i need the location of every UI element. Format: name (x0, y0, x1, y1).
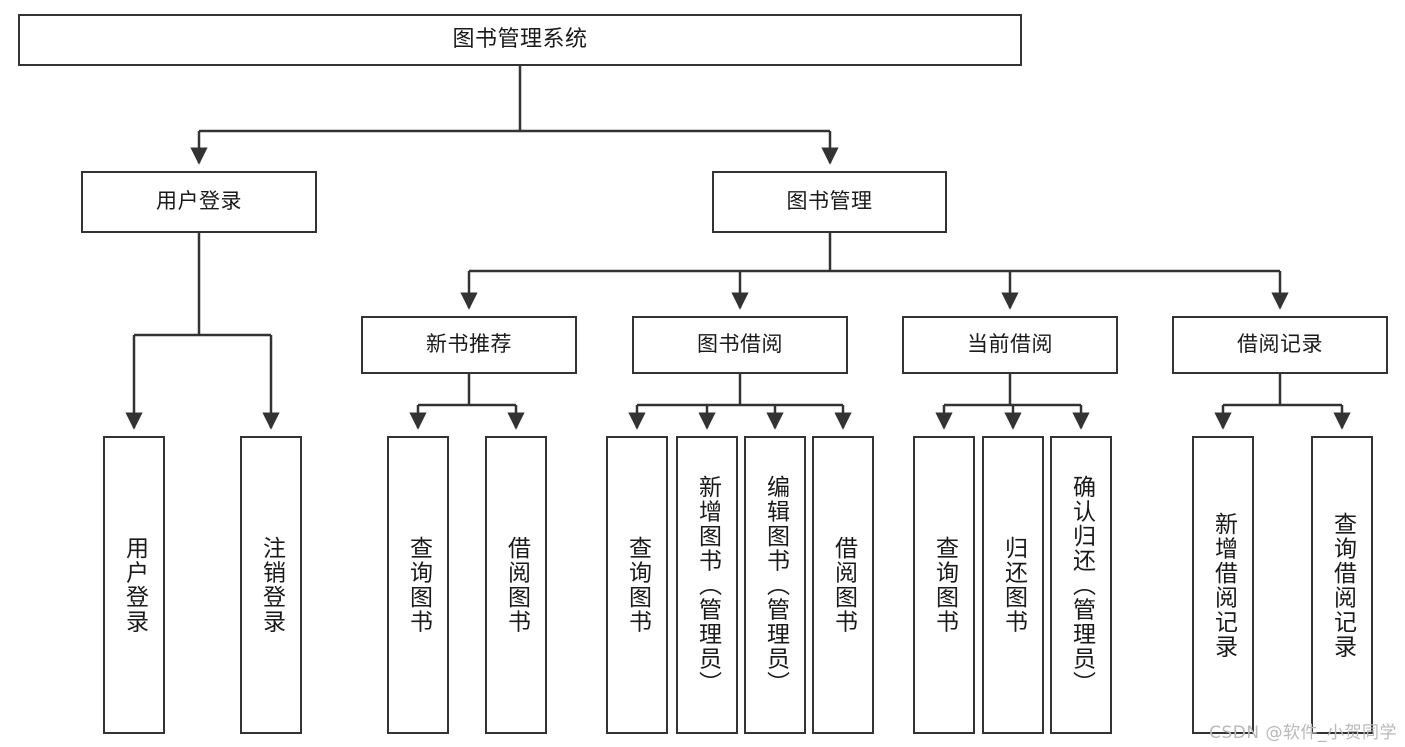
node-leaf-query-borrow-record[interactable]: 查询借阅记录 (1311, 436, 1373, 734)
node-current-borrow-label: 当前借阅 (967, 332, 1053, 357)
node-leaf-confirm-return-label: 确认归还（管理员） (1068, 474, 1095, 696)
node-leaf-borrow-book[interactable]: 借阅图书 (812, 436, 874, 734)
node-book-management-label: 图书管理 (786, 189, 873, 214)
node-leaf-query-borrow-record-label: 查询借阅记录 (1329, 511, 1356, 659)
node-book-borrow-label: 图书借阅 (697, 332, 783, 357)
node-borrow-record[interactable]: 借阅记录 (1172, 316, 1388, 374)
node-leaf-query-book-borrow-label: 查询图书 (624, 536, 651, 634)
node-root-label: 图书管理系统 (452, 26, 588, 52)
node-leaf-return-book[interactable]: 归还图书 (982, 436, 1044, 734)
node-borrow-record-label: 借阅记录 (1237, 332, 1323, 357)
node-leaf-logout[interactable]: 注销登录 (240, 436, 302, 734)
node-leaf-borrow-book-recommend[interactable]: 借阅图书 (485, 436, 547, 734)
node-leaf-add-borrow-record[interactable]: 新增借阅记录 (1192, 436, 1254, 734)
node-leaf-confirm-return[interactable]: 确认归还（管理员） (1050, 436, 1112, 734)
node-book-management[interactable]: 图书管理 (712, 171, 947, 233)
node-book-borrow[interactable]: 图书借阅 (632, 316, 848, 374)
node-leaf-borrow-book-label: 借阅图书 (830, 536, 857, 634)
node-leaf-user-login-label: 用户登录 (121, 536, 148, 634)
node-leaf-user-login[interactable]: 用户登录 (103, 436, 165, 734)
node-root[interactable]: 图书管理系统 (18, 14, 1022, 66)
node-leaf-add-borrow-record-label: 新增借阅记录 (1210, 511, 1237, 659)
node-leaf-add-book[interactable]: 新增图书（管理员） (676, 436, 738, 734)
node-user-login-label: 用户登录 (156, 189, 242, 214)
node-new-book-recommend-label: 新书推荐 (426, 332, 512, 357)
csdn-watermark: CSDN @软件_小贺同学 (1209, 723, 1397, 743)
node-leaf-query-book-recommend[interactable]: 查询图书 (387, 436, 449, 734)
node-leaf-query-book-current-label: 查询图书 (931, 536, 958, 634)
node-leaf-return-book-label: 归还图书 (1000, 536, 1027, 634)
node-user-login[interactable]: 用户登录 (81, 171, 317, 233)
node-new-book-recommend[interactable]: 新书推荐 (361, 316, 577, 374)
node-leaf-query-book-current[interactable]: 查询图书 (913, 436, 975, 734)
node-leaf-logout-label: 注销登录 (258, 536, 285, 634)
node-leaf-edit-book-label: 编辑图书（管理员） (762, 474, 789, 696)
node-leaf-edit-book[interactable]: 编辑图书（管理员） (744, 436, 806, 734)
node-leaf-add-book-label: 新增图书（管理员） (694, 474, 721, 696)
node-leaf-borrow-book-recommend-label: 借阅图书 (503, 536, 530, 634)
node-leaf-query-book-recommend-label: 查询图书 (405, 536, 432, 634)
node-current-borrow[interactable]: 当前借阅 (902, 316, 1118, 374)
node-leaf-query-book-borrow[interactable]: 查询图书 (606, 436, 668, 734)
